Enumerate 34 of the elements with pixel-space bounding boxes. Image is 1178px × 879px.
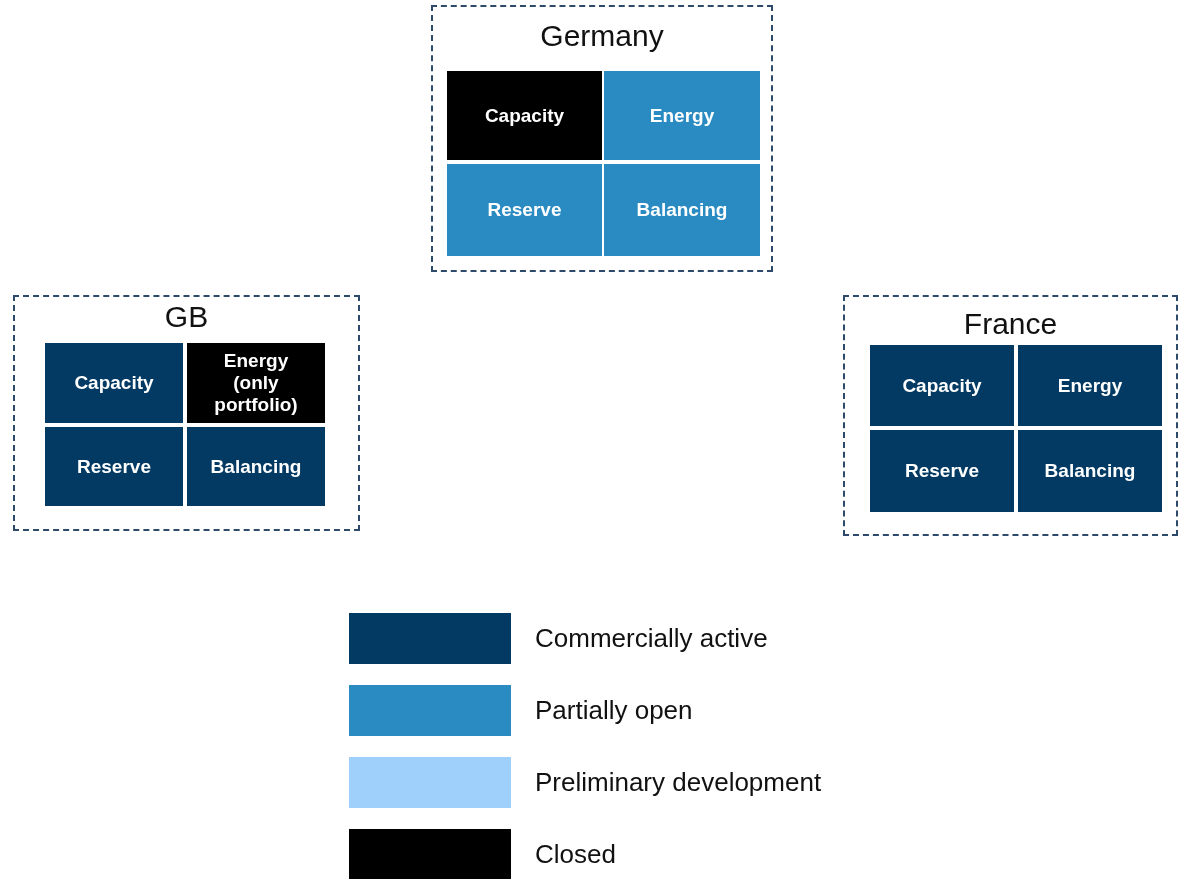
- legend-label: Preliminary development: [535, 767, 822, 797]
- market-cell: [187, 427, 325, 506]
- group-title: France: [962, 307, 1059, 341]
- legend-label: Closed: [535, 839, 616, 869]
- cell-label: Energy: [649, 104, 715, 127]
- market-cell: [187, 343, 325, 423]
- market-cell: [870, 430, 1014, 512]
- market-cell: [1018, 430, 1162, 512]
- legend-label: Partially open: [535, 695, 693, 725]
- dashed-group-frame: [13, 295, 360, 531]
- market-cell: [45, 427, 183, 506]
- cell-label: Capacity: [902, 374, 982, 397]
- market-cell: [447, 71, 602, 160]
- cell-label: Reserve: [905, 460, 979, 482]
- cell-label: Capacity: [74, 372, 154, 394]
- market-cell: [604, 164, 760, 256]
- dashed-group-frame: [431, 5, 773, 272]
- cell-label: Capacity: [484, 104, 565, 127]
- group-title: Germany: [539, 19, 665, 53]
- cell-label: Energy (only portfolio): [213, 350, 299, 416]
- cell-label: Energy: [1057, 374, 1123, 397]
- cell-label: Reserve: [487, 199, 562, 221]
- market-cell: [45, 343, 183, 423]
- cell-label: Reserve: [77, 455, 151, 478]
- market-cell: [1018, 345, 1162, 426]
- cell-label: Balancing: [1044, 460, 1136, 482]
- market-cell: [604, 71, 760, 160]
- cell-label: Balancing: [210, 455, 302, 478]
- market-cell: [447, 164, 602, 256]
- cell-label: Balancing: [636, 199, 728, 221]
- group-title: GB: [163, 300, 210, 334]
- dashed-group-frame: [843, 295, 1178, 536]
- legend-label: Commercially active: [535, 623, 768, 653]
- market-cell: [870, 345, 1014, 426]
